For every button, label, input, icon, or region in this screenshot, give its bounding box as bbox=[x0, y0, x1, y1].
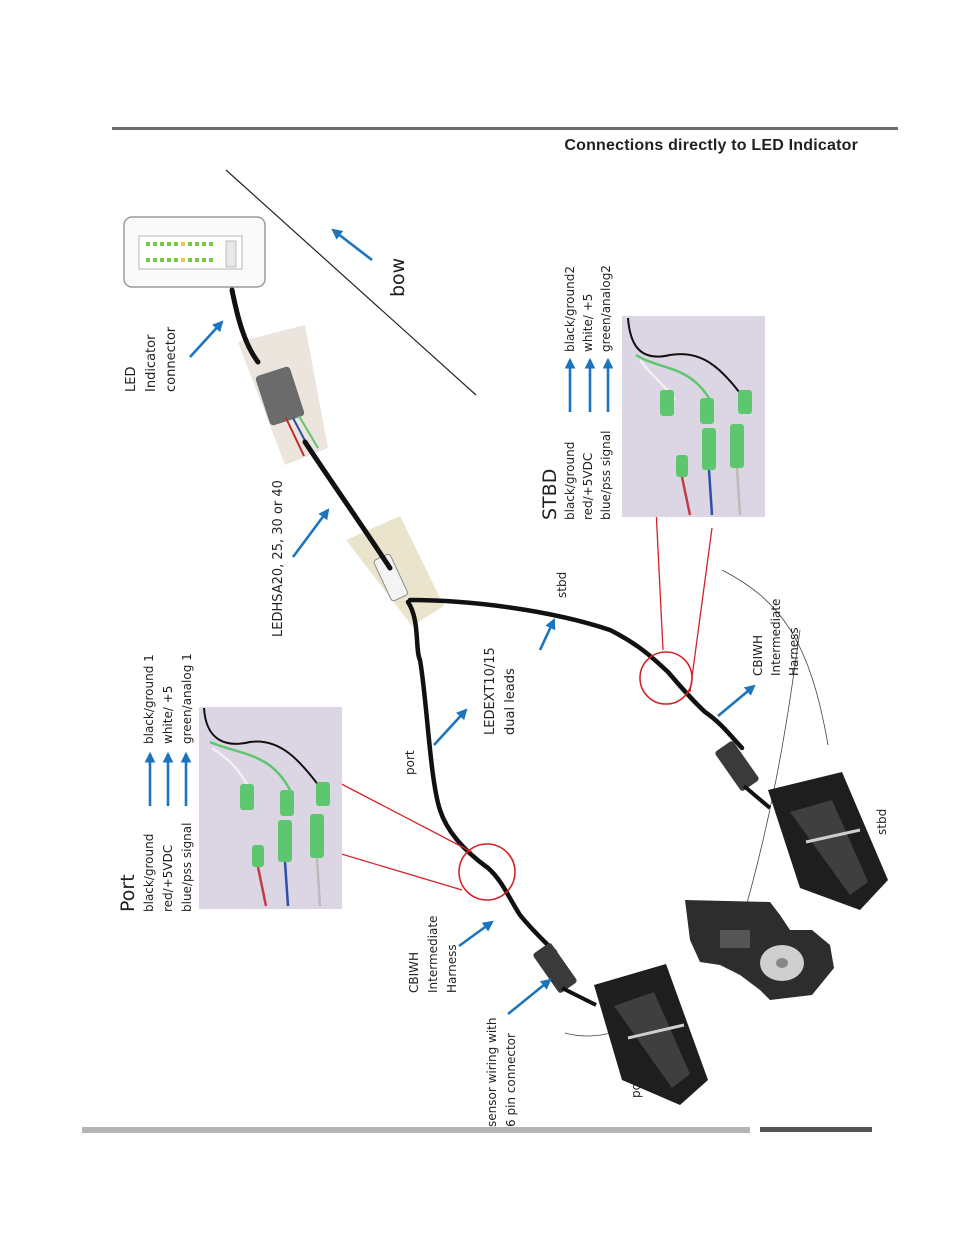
stbd-transducer bbox=[768, 772, 888, 910]
svg-text:connector: connector bbox=[164, 326, 179, 392]
svg-text:black/ground2: black/ground2 bbox=[563, 266, 577, 352]
led-indicator bbox=[123, 216, 266, 288]
port-callout-circle bbox=[458, 843, 516, 901]
led-row bbox=[146, 242, 213, 262]
port-transducer-label: port bbox=[629, 1073, 643, 1098]
brand-logo-icon bbox=[225, 240, 237, 268]
led-connector-label: LED Indicator connector bbox=[124, 326, 179, 392]
svg-text:blue/pss signal: blue/pss signal bbox=[599, 431, 613, 520]
port-lead-label: port bbox=[403, 750, 417, 775]
cbiwh-port-label: CBIWH Intermediate Harness bbox=[407, 916, 459, 993]
stbd-harness-connector bbox=[715, 741, 772, 810]
svg-text:CBIWH: CBIWH bbox=[407, 952, 421, 993]
header-rule bbox=[112, 127, 898, 130]
svg-text:red/+5VDC: red/+5VDC bbox=[581, 453, 595, 520]
svg-text:dual leads: dual leads bbox=[503, 668, 518, 735]
stbd-wiring-legend: STBD black/ground red/+5VDC blue/pss sig… bbox=[539, 265, 613, 520]
stbd-lead-label: stbd bbox=[555, 572, 569, 598]
svg-text:Intermediate: Intermediate bbox=[769, 599, 783, 676]
pointer-arrows bbox=[144, 228, 756, 1016]
bow-label: bow bbox=[387, 258, 409, 297]
svg-text:Harness: Harness bbox=[787, 627, 801, 676]
svg-text:Indicator: Indicator bbox=[144, 334, 159, 392]
stbd-callout-circle bbox=[639, 651, 693, 705]
port-transducer bbox=[594, 964, 708, 1105]
stbd-title: STBD bbox=[539, 469, 561, 520]
hull-line bbox=[225, 169, 477, 396]
svg-text:green/analog 1: green/analog 1 bbox=[180, 653, 194, 744]
svg-text:Intermediate: Intermediate bbox=[426, 916, 440, 993]
junction-photo bbox=[346, 516, 444, 626]
ledext-label: LEDEXT10/15 dual leads bbox=[483, 647, 518, 735]
svg-text:Harness: Harness bbox=[445, 944, 459, 993]
svg-text:LEDEXT10/15: LEDEXT10/15 bbox=[483, 647, 498, 735]
svg-text:blue/pss signal: blue/pss signal bbox=[180, 823, 194, 912]
main-cables bbox=[229, 287, 745, 955]
svg-text:black/ground: black/ground bbox=[142, 834, 156, 912]
cbiwh-stbd-label: CBIWH Intermediate Harness bbox=[751, 599, 801, 676]
svg-text:sensor wiring with: sensor wiring with bbox=[485, 1018, 499, 1128]
svg-text:white/ +5: white/ +5 bbox=[161, 686, 175, 744]
svg-text:CBIWH: CBIWH bbox=[751, 635, 765, 676]
svg-text:white/ +5: white/ +5 bbox=[581, 294, 595, 352]
svg-text:red/+5VDC: red/+5VDC bbox=[161, 845, 175, 912]
port-title: Port bbox=[117, 874, 139, 912]
page-title: Connections directly to LED Indicator bbox=[564, 137, 858, 154]
stbd-transducer-label: stbd bbox=[875, 809, 889, 835]
svg-text:LED: LED bbox=[124, 367, 139, 392]
sensor-wiring-label: sensor wiring with 6 pin connector bbox=[485, 1018, 518, 1128]
ledhsa-label: LEDHSA20, 25, 30 or 40 bbox=[271, 480, 286, 637]
svg-text:black/ground: black/ground bbox=[563, 442, 577, 520]
port-harness-connector bbox=[533, 943, 597, 1007]
svg-text:black/ground 1: black/ground 1 bbox=[142, 654, 156, 744]
svg-text:green/analog2: green/analog2 bbox=[599, 265, 613, 352]
led-connector-photo bbox=[238, 325, 328, 465]
port-wiring-legend: Port black/ground red/+5VDC blue/pss sig… bbox=[117, 653, 194, 912]
port-wiring-photo bbox=[199, 707, 342, 909]
footer-rule bbox=[82, 1127, 750, 1133]
stbd-wiring-photo bbox=[622, 316, 765, 517]
svg-text:6 pin connector: 6 pin connector bbox=[504, 1033, 518, 1127]
footer-rule-accent bbox=[760, 1127, 872, 1132]
outboard-motor bbox=[685, 900, 834, 1000]
